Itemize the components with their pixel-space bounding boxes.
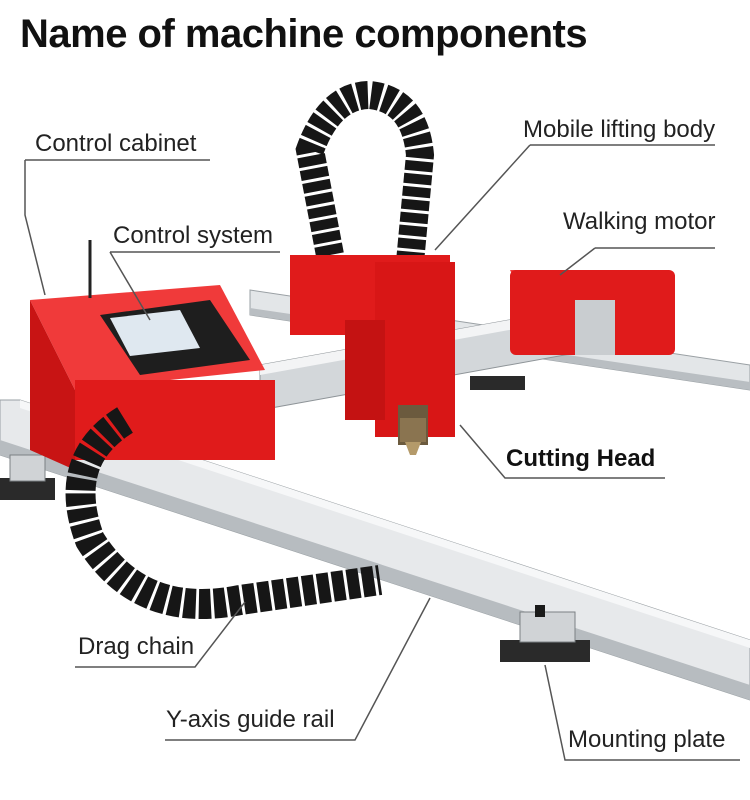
walking-motor-shape xyxy=(510,270,675,355)
label-walking-motor: Walking motor xyxy=(563,208,716,235)
leader-walking-motor-down xyxy=(559,247,596,276)
leader-cutting-head xyxy=(459,424,665,479)
drag-chain-shape xyxy=(65,407,383,619)
leader-y-axis-guide-rail xyxy=(165,597,431,741)
leader-drag-chain xyxy=(75,601,246,668)
label-y-axis-guide-rail: Y-axis guide rail xyxy=(166,706,335,733)
label-control-cabinet: Control cabinet xyxy=(35,130,197,157)
label-drag-chain: Drag chain xyxy=(78,633,195,660)
leader-lines xyxy=(24,144,740,761)
diagram-title: Name of machine components xyxy=(20,12,588,56)
label-mobile-lifting-body: Mobile lifting body xyxy=(523,116,716,143)
mobile-lifting-body-shape xyxy=(290,80,455,445)
label-cutting-head: Cutting Head xyxy=(506,445,656,472)
label-mounting-plate: Mounting plate xyxy=(568,726,726,753)
control-cabinet-shape xyxy=(30,240,275,470)
label-control-system: Control system xyxy=(113,222,274,249)
leader-mounting-plate xyxy=(544,664,740,761)
mounting-plate-shape xyxy=(0,376,590,662)
leader-control-system-down xyxy=(109,251,151,321)
leader-control-cabinet-down xyxy=(24,160,46,296)
leader-mobile-lifting-down xyxy=(434,144,531,251)
cutting-head-shape xyxy=(400,418,426,455)
